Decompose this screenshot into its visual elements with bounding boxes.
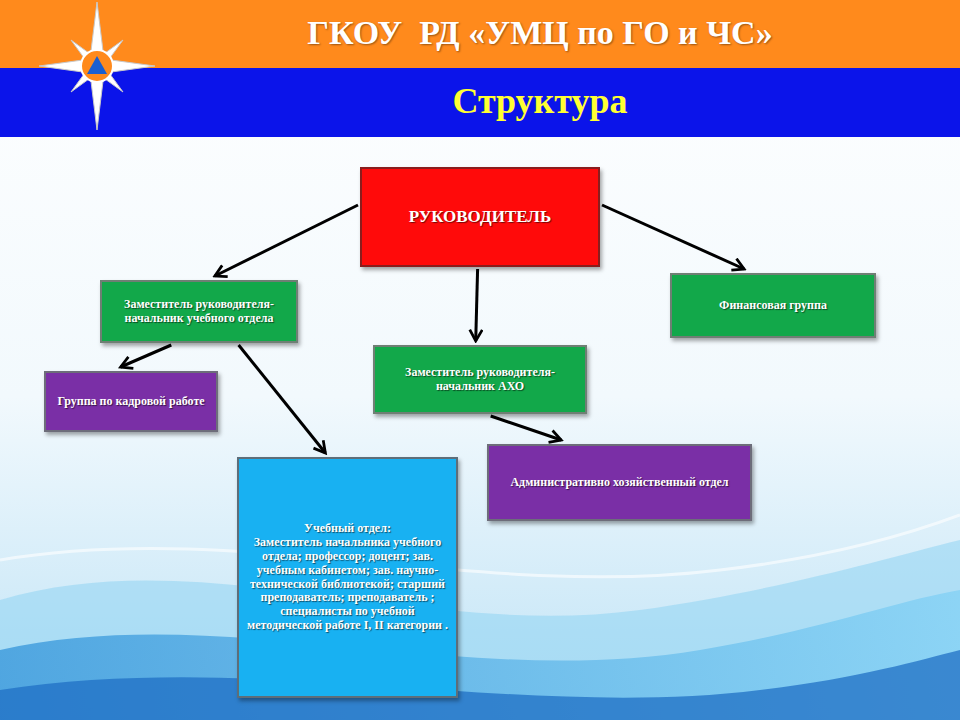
wave xyxy=(0,650,960,720)
box-text: Заместитель руководителя-начальник учебн… xyxy=(110,298,288,326)
emblem xyxy=(39,2,155,130)
box-text: Финансовая группа xyxy=(719,299,827,313)
deputy-box: Заместитель руководителя-начальник АХО xyxy=(373,345,587,414)
box-text: РУКОВОДИТЕЛЬ xyxy=(409,207,552,227)
hr-box: Группа по кадровой работе xyxy=(44,371,218,432)
department-box: Учебный отдел:Заместитель начальника уче… xyxy=(237,457,458,698)
arrow-connector xyxy=(476,269,478,341)
deputy-box: Заместитель руководителя-начальник учебн… xyxy=(100,280,298,343)
box-text: Заместитель начальника учебного отдела; … xyxy=(247,536,448,633)
wave xyxy=(0,590,960,720)
wave xyxy=(0,540,960,720)
emblem-circle xyxy=(81,50,113,82)
emblem-triangle xyxy=(87,56,107,74)
arrow-connector xyxy=(121,345,172,367)
arrow-connector xyxy=(602,205,744,269)
wave-line xyxy=(0,515,960,577)
arrow-connector xyxy=(239,345,326,453)
subtitle: Структура xyxy=(160,80,920,122)
subheader-band xyxy=(0,68,960,137)
head-box: РУКОВОДИТЕЛЬ xyxy=(360,167,600,267)
box-text: Административно хозяйственный отдел xyxy=(510,476,728,490)
arrow-connector xyxy=(491,416,562,440)
arrow-connector xyxy=(215,205,358,276)
finance-box: Финансовая группа xyxy=(670,273,876,338)
box-text: Учебный отдел: xyxy=(304,522,391,536)
department-box: Административно хозяйственный отдел xyxy=(487,444,752,521)
title: ГКОУ РД «УМЦ по ГО и ЧС» xyxy=(160,14,920,52)
header-band xyxy=(0,0,960,68)
box-text: Заместитель руководителя-начальник АХО xyxy=(383,366,577,394)
box-text: Группа по кадровой работе xyxy=(57,395,204,409)
